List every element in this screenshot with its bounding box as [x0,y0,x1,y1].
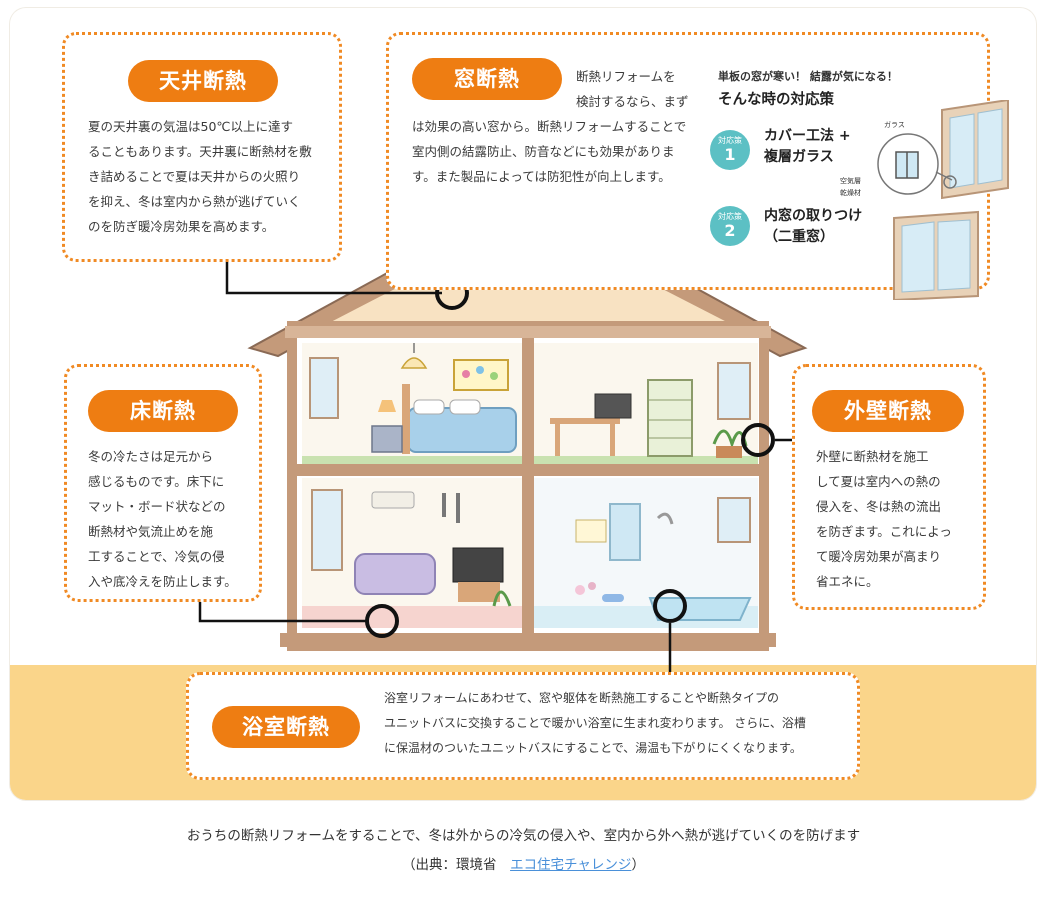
bathroom [534,478,758,628]
window-subheadline: そんな時の対応策 [718,92,834,108]
insulation-diagram: 天井断熱 夏の天井裏の気温は50℃以上に達す ることもあります。天井裏に断熱材を… [10,8,1036,800]
ceiling-insulation-title: 天井断熱 [128,60,278,102]
wall-insulation-title: 外壁断熱 [812,390,964,432]
floor-insulation-text: 冬の冷たさは足元から 感じるものです。床下に マット・ボード状などの 断熱材や気… [88,449,237,589]
eco-housing-challenge-link[interactable]: エコ住宅チャレンジ [510,857,632,873]
source-line: （出典：環境省 エコ住宅チャレンジ） [0,853,1047,873]
window-illustrations [877,100,1009,300]
inner-window-icon [893,210,979,300]
window-headline: 単板の窓が寒い！ 結露が気になる！ [718,70,898,83]
part-glass-label: ガラス [884,121,905,129]
option-1-text: カバー工法 + 複層ガラス [764,128,851,165]
wall-insulation-text: 外壁に断熱材を施工 して夏は室内への熱の 侵入を、冬は熱の流出 を防ぎます。これ… [816,449,952,589]
option-1-badge: 対応策 1 [710,130,750,170]
figure-caption: おうちの断熱リフォームをすることで、冬は外からの冷気の侵入や、室内から外へ熱が逃… [186,828,861,844]
cover-method-window-icon [877,100,1009,200]
living-room [302,478,522,628]
study [534,343,758,464]
source-suffix: ） [631,857,645,873]
window-insulation-title: 窓断熱 [412,58,562,100]
part-air-layer-label: 空気層 [840,177,861,185]
option-2-badge: 対応策 2 [710,206,750,246]
option-2-text: 内窓の取りつけ （二重窓） [764,208,863,245]
part-desiccant-label: 乾燥材 [840,189,861,197]
bath-insulation-text: 浴室リフォームにあわせて、窓や躯体を断熱施工することや断熱タイプの ユニットバス… [384,691,806,755]
window-insulation-text: は効果の高い窓から。断熱リフォームすることで 室内側の結露防止、防音などにも効果… [412,119,687,184]
bedroom [302,343,522,464]
bath-insulation-title: 浴室断熱 [212,706,360,748]
ceiling-insulation-text: 夏の天井裏の気温は50℃以上に達す ることもあります。天井裏に断熱材を敷 き詰め… [88,119,312,234]
source-prefix: （出典：環境省 [402,857,511,873]
window-insulation-text-top: 断熱リフォームを 検討するなら、まず [576,69,689,109]
bath-insulation-box [186,672,860,780]
floor-insulation-title: 床断熱 [88,390,238,432]
